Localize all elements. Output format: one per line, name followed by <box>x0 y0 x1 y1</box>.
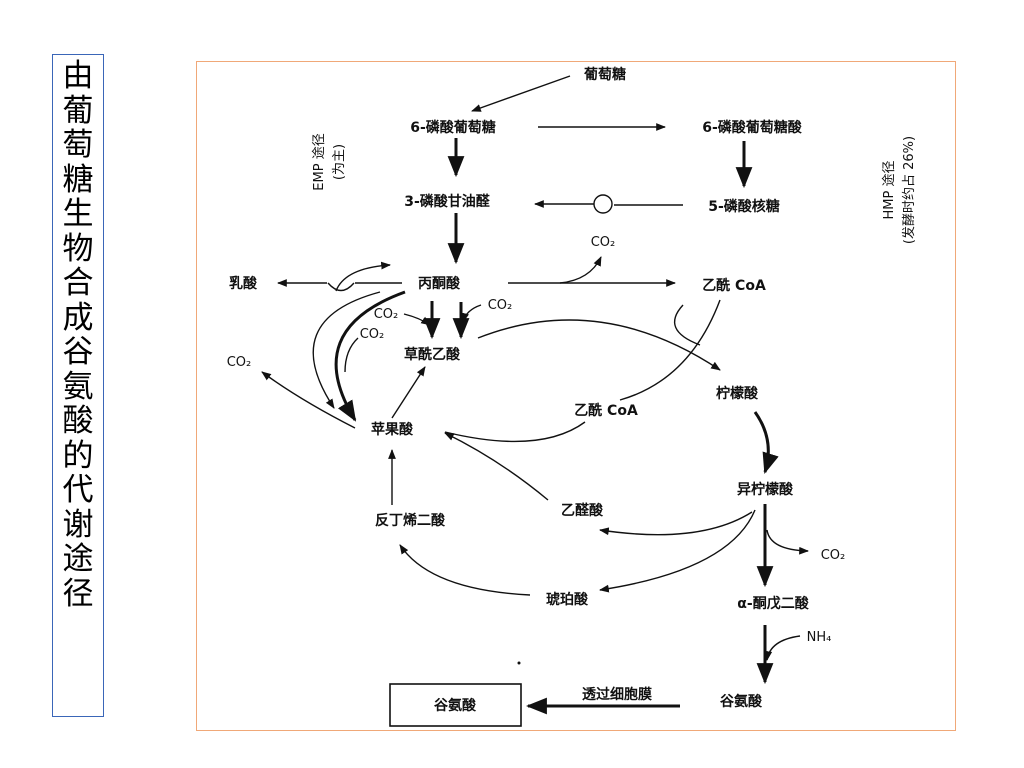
arrow-pyruvate-to-malate <box>334 290 406 422</box>
node-isocitrate: 异柠檬酸 <box>737 481 794 498</box>
node-succinate: 琥珀酸 <box>546 591 589 608</box>
node-malate: 苹果酸 <box>371 421 414 438</box>
node-acetyl-coa-top: 乙酰 CoA <box>702 277 766 294</box>
node-acetyl-coa-mid: 乙酰 CoA <box>574 402 638 419</box>
co2-label-left: CO₂ <box>227 355 252 370</box>
co2-pyruvate-decarboxylation: CO₂ <box>591 235 616 250</box>
arrow-acetylcoa-to-malate <box>444 421 586 443</box>
pathway-junction-circle <box>593 194 613 214</box>
node-fumarate: 反丁烯二酸 <box>375 512 446 529</box>
side-title-char: 途 <box>62 541 94 577</box>
node-alpha-ketoglutarate: α-酮戊二酸 <box>737 595 809 612</box>
label-membrane-transport: 透过细胞膜 <box>582 686 652 703</box>
svg-text:EMP 途径: EMP 途径 <box>311 133 327 190</box>
node-glyoxylate: 乙醛酸 <box>561 502 604 519</box>
co2-in-c-line <box>344 337 359 373</box>
node-lactate: 乳酸 <box>229 275 258 292</box>
node-glucose: 葡萄糖 <box>583 66 626 83</box>
arrow-co2-in-a <box>403 313 431 326</box>
arrow-malate-to-co2 <box>261 371 356 429</box>
node-ribose-5-phosphate: 5-磷酸核糖 <box>708 198 780 215</box>
arrow-nh4-in <box>764 635 801 661</box>
glutamate-box <box>389 683 522 727</box>
co2-label-c: CO₂ <box>360 327 385 342</box>
side-title-char: 物 <box>62 230 94 267</box>
arrow-glyoxylate-to-malate <box>444 432 549 501</box>
arrow-malate-to-oxaloacetate <box>391 366 426 419</box>
diagram-panel <box>196 61 956 731</box>
svg-text:(为主): (为主) <box>332 144 347 180</box>
side-title-char: 合 <box>62 265 94 301</box>
acetylcoa-entry-hook <box>673 304 701 346</box>
node-glucose-6-phosphate: 6-磷酸葡萄糖 <box>410 119 496 136</box>
side-title-char: 成 <box>62 299 94 336</box>
co2-label-b: CO₂ <box>488 298 513 313</box>
emp-pathway-note: EMP 途径 (为主) <box>311 133 347 190</box>
side-title-char: 氨 <box>62 368 94 405</box>
side-title-char: 生 <box>62 196 94 232</box>
arrow-isocitrate-to-glyoxylate <box>599 511 753 536</box>
arrow-succinate-to-fumarate <box>399 544 531 596</box>
arrow-co2-release-pyruvate <box>559 256 602 284</box>
node-glutamate: 谷氨酸 <box>720 693 763 710</box>
side-title-char: 葡 <box>62 92 94 129</box>
side-title-box: 由葡萄糖生物合成谷氨酸的代谢途径 <box>52 54 104 717</box>
co2-label-isocitrate: CO₂ <box>821 548 846 563</box>
svg-text:HMP 途径: HMP 途径 <box>881 161 897 220</box>
side-title-char: 萄 <box>62 127 94 163</box>
stray-dot <box>517 661 521 665</box>
side-title-char: 谷 <box>62 334 94 370</box>
node-6-phosphogluconate: 6-磷酸葡萄糖酸 <box>702 119 803 136</box>
hmp-pathway-note: HMP 途径 (发酵时约占 26%) <box>881 136 917 244</box>
arrow-oxaloacetate-to-citrate <box>477 319 721 371</box>
side-title-char: 代 <box>62 472 94 508</box>
node-pyruvate: 丙酮酸 <box>418 275 461 292</box>
arrow-glucose-to-g6p <box>471 75 571 112</box>
side-title-text: 由葡萄糖生物合成谷氨酸的代谢途径 <box>53 59 103 611</box>
side-title-char: 由 <box>62 58 94 94</box>
arrow-co2-in-b <box>461 304 482 323</box>
arrow-co2-release-isocitrate <box>766 529 809 555</box>
nh4-label: NH₄ <box>807 630 832 645</box>
co2-label-a: CO₂ <box>374 307 399 322</box>
arrow-citrate-to-isocitrate <box>753 411 779 475</box>
svg-text:(发酵时约占 26%): (发酵时约占 26%) <box>901 136 917 244</box>
side-title-char: 酸 <box>62 403 94 439</box>
side-title-char: 谢 <box>62 506 94 543</box>
node-oxaloacetate: 草酰乙酸 <box>404 346 461 363</box>
acetylcoa-link-line <box>619 299 721 401</box>
arrow-isocitrate-to-succinate <box>599 509 756 593</box>
node-citrate: 柠檬酸 <box>716 385 759 402</box>
arrow-pyruvate-to-malate-outer <box>312 291 381 409</box>
side-title-char: 径 <box>62 575 94 612</box>
lactate-crossover-arc <box>327 282 355 292</box>
node-glutamate-secreted: 谷氨酸 <box>434 697 477 714</box>
arrow-lactate-return <box>335 261 391 292</box>
side-title-char: 的 <box>62 437 94 474</box>
node-glyceraldehyde-3-phosphate: 3-磷酸甘油醛 <box>404 193 491 210</box>
side-title-char: 糖 <box>62 161 94 198</box>
